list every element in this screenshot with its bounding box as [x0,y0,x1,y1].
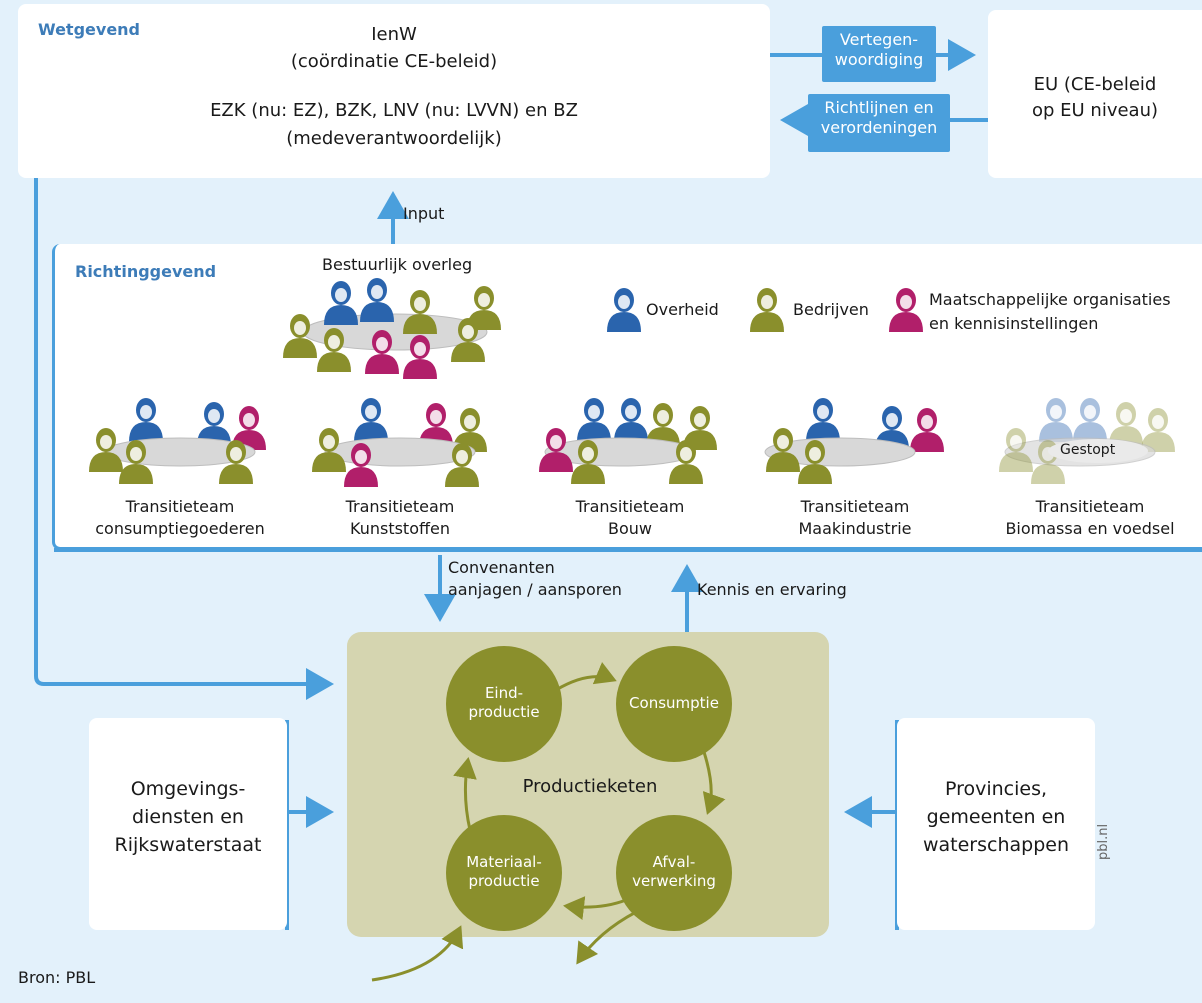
table-shape [764,437,916,467]
person-icon [577,398,611,442]
legend-bedrijven-label: Bedrijven [793,300,869,319]
person-icon [283,314,317,358]
provincies-box: Provincies, gemeenten en waterschappen [897,718,1095,930]
bestuurlijk-overleg-label: Bestuurlijk overleg [322,255,473,274]
person-icon [766,428,800,472]
kennis-label: Kennis en ervaring [697,580,847,599]
person-icon [1039,398,1073,442]
person-icon [669,440,703,484]
person-icon [354,398,388,442]
wetgevend-title: Wetgevend [38,20,141,39]
node-consumptie [616,646,732,762]
gestopt-ellipse [1048,439,1148,463]
person-icon [119,440,153,484]
person-icon [324,281,358,325]
afvalverwerking-label: Afval- verwerking [632,853,716,890]
source-label: Bron: PBL [18,968,96,987]
convenanten-label2: aanjagen / aansporen [448,580,622,599]
eu-box: EU (CE-beleid op EU niveau) [988,10,1202,178]
person-icon [403,290,437,334]
person-icon [889,288,923,332]
team-caption: Transitieteam Maakindustrie [798,497,912,538]
person-icon [1073,398,1107,442]
materiaalproductie-label: Materiaal- productie [466,853,542,890]
ministries-label: EZK (nu: EZ), BZK, LNV (nu: LVVN) en BZ [210,100,578,121]
legend-maatschappelijk-label2: en kennisinstellingen [929,314,1099,333]
wetgevend-to-keten-line [34,178,334,700]
person-icon [365,330,399,374]
legend-maatschappelijk-label1: Maatschappelijke organisaties [929,290,1171,309]
person-icon [89,428,123,472]
richtinggevend-box: Richtinggevend [52,244,1202,550]
productieketen-label: Productieketen [522,776,658,797]
person-icon [453,408,487,452]
person-icon [750,288,784,332]
richtinggevend-title: Richtinggevend [75,262,217,281]
cycle-arrow-eind-consumptie [555,662,617,692]
person-icon [614,398,648,442]
person-icon [999,428,1033,472]
gestopt-badge: Gestopt [1060,442,1116,458]
person-icon [312,428,346,472]
team-caption: Transitieteam Kunststoffen [345,497,455,538]
input-label: Input [403,204,445,223]
legend-overheid-label: Overheid [646,300,719,319]
person-icon [317,328,351,372]
person-icon [607,288,641,332]
wetgevend-box: Wetgevend IenW (coördinatie CE-beleid) E… [18,4,770,178]
eindproductie-label: Eind- productie [468,684,540,721]
person-icon [219,440,253,484]
watermark: pbl.nl [1096,823,1111,860]
convenanten-label1: Convenanten [448,558,555,577]
person-icon [571,440,605,484]
person-icon [344,443,378,487]
ministries-sub-label: (medeverantwoordelijk) [286,128,502,149]
cycle-arrow-output [576,908,641,965]
productieketen-box [347,632,829,937]
eu-label-line1: EU (CE-beleid [1033,74,1157,95]
cycle-arrow-consumptie-afval [702,751,726,815]
cycle-arrow-afval-materiaal [563,896,627,921]
team-caption: Transitieteam Biomassa en voedsel [1005,497,1175,538]
node-materiaalproductie [446,815,562,931]
vertegenwoordiging-label: Vertegen- woordiging [822,26,936,82]
team-caption: Transitieteam consumptiegoederen [95,497,265,538]
person-icon [451,318,485,362]
cycle-arrow-materiaal-eind [453,757,477,831]
team-caption: Transitieteam Bouw [575,497,685,538]
ienw-label: IenW [371,24,417,45]
cycle-arrow-input [371,925,464,982]
ienw-sub-label: (coördinatie CE-beleid) [290,51,498,72]
omgeving-box: Omgevings- diensten en Rijkswaterstaat [89,718,287,930]
person-icon [445,443,479,487]
consumptie-label: Consumptie [629,694,719,712]
richtlijnen-label: Richtlijnen en verordeningen [808,94,950,152]
person-icon [539,428,573,472]
person-icon [910,408,944,452]
node-eindproductie [446,646,562,762]
person-icon [360,278,394,322]
person-icon [129,398,163,442]
person-icon [798,440,832,484]
node-afvalverwerking [616,815,732,931]
person-icon [403,335,437,379]
eu-label-line2: op EU niveau) [1031,100,1159,121]
person-icon [806,398,840,442]
